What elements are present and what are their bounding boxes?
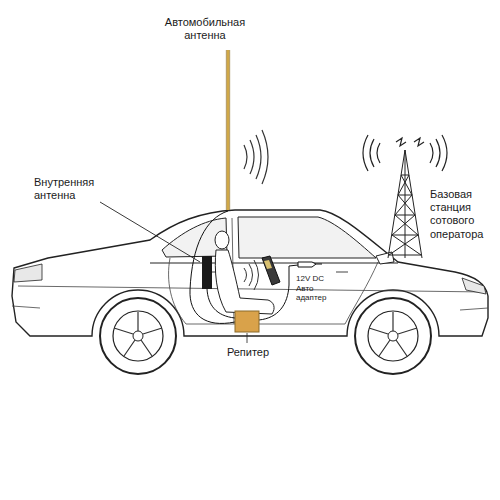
- inner-antenna-cable: [207, 289, 235, 318]
- head-light: [462, 278, 486, 294]
- signal-waves: [244, 260, 259, 290]
- tower-lattice: [389, 175, 421, 255]
- rim: [368, 311, 418, 361]
- lightning: [396, 138, 424, 146]
- signal-waves: [363, 135, 447, 171]
- door-line: [169, 258, 186, 324]
- signal-waves: [244, 130, 268, 184]
- repeater-box: [235, 311, 259, 332]
- front-wheel: [355, 298, 431, 374]
- tail-light: [14, 264, 42, 282]
- station-label: Базовая станция сотового оператора: [430, 188, 494, 241]
- hub: [388, 331, 398, 341]
- antenna-label: Автомобильная антенна: [150, 16, 260, 42]
- mobile-phone: [262, 256, 280, 285]
- power-cable: [259, 265, 298, 320]
- hub: [133, 331, 143, 341]
- belt-line: [150, 263, 398, 264]
- sill-line: [186, 324, 345, 325]
- adapter-label: 12V DC Авто адаптер: [296, 274, 332, 303]
- leader-line: [247, 333, 248, 343]
- spokes: [114, 312, 162, 356]
- car-antenna-outline: [226, 50, 229, 210]
- front-window: [238, 217, 376, 258]
- adapter-plug: [298, 262, 322, 267]
- rear-wheel: [100, 298, 176, 374]
- phone-body: [262, 256, 280, 285]
- leader-line: [100, 202, 200, 262]
- phone-screen: [264, 260, 272, 269]
- car-antenna: [227, 50, 230, 210]
- tower-legs: [388, 150, 422, 258]
- rim: [113, 311, 163, 361]
- side-crease: [18, 286, 486, 292]
- spokes: [369, 312, 417, 356]
- inner-antenna: [202, 256, 212, 289]
- headrest: [215, 231, 229, 249]
- inner-antenna-label: Внутренняя антенна: [34, 176, 104, 202]
- antenna-cable: [190, 211, 235, 323]
- tire: [355, 298, 431, 374]
- tire: [100, 298, 176, 374]
- repeater-label: Репитер: [218, 346, 278, 359]
